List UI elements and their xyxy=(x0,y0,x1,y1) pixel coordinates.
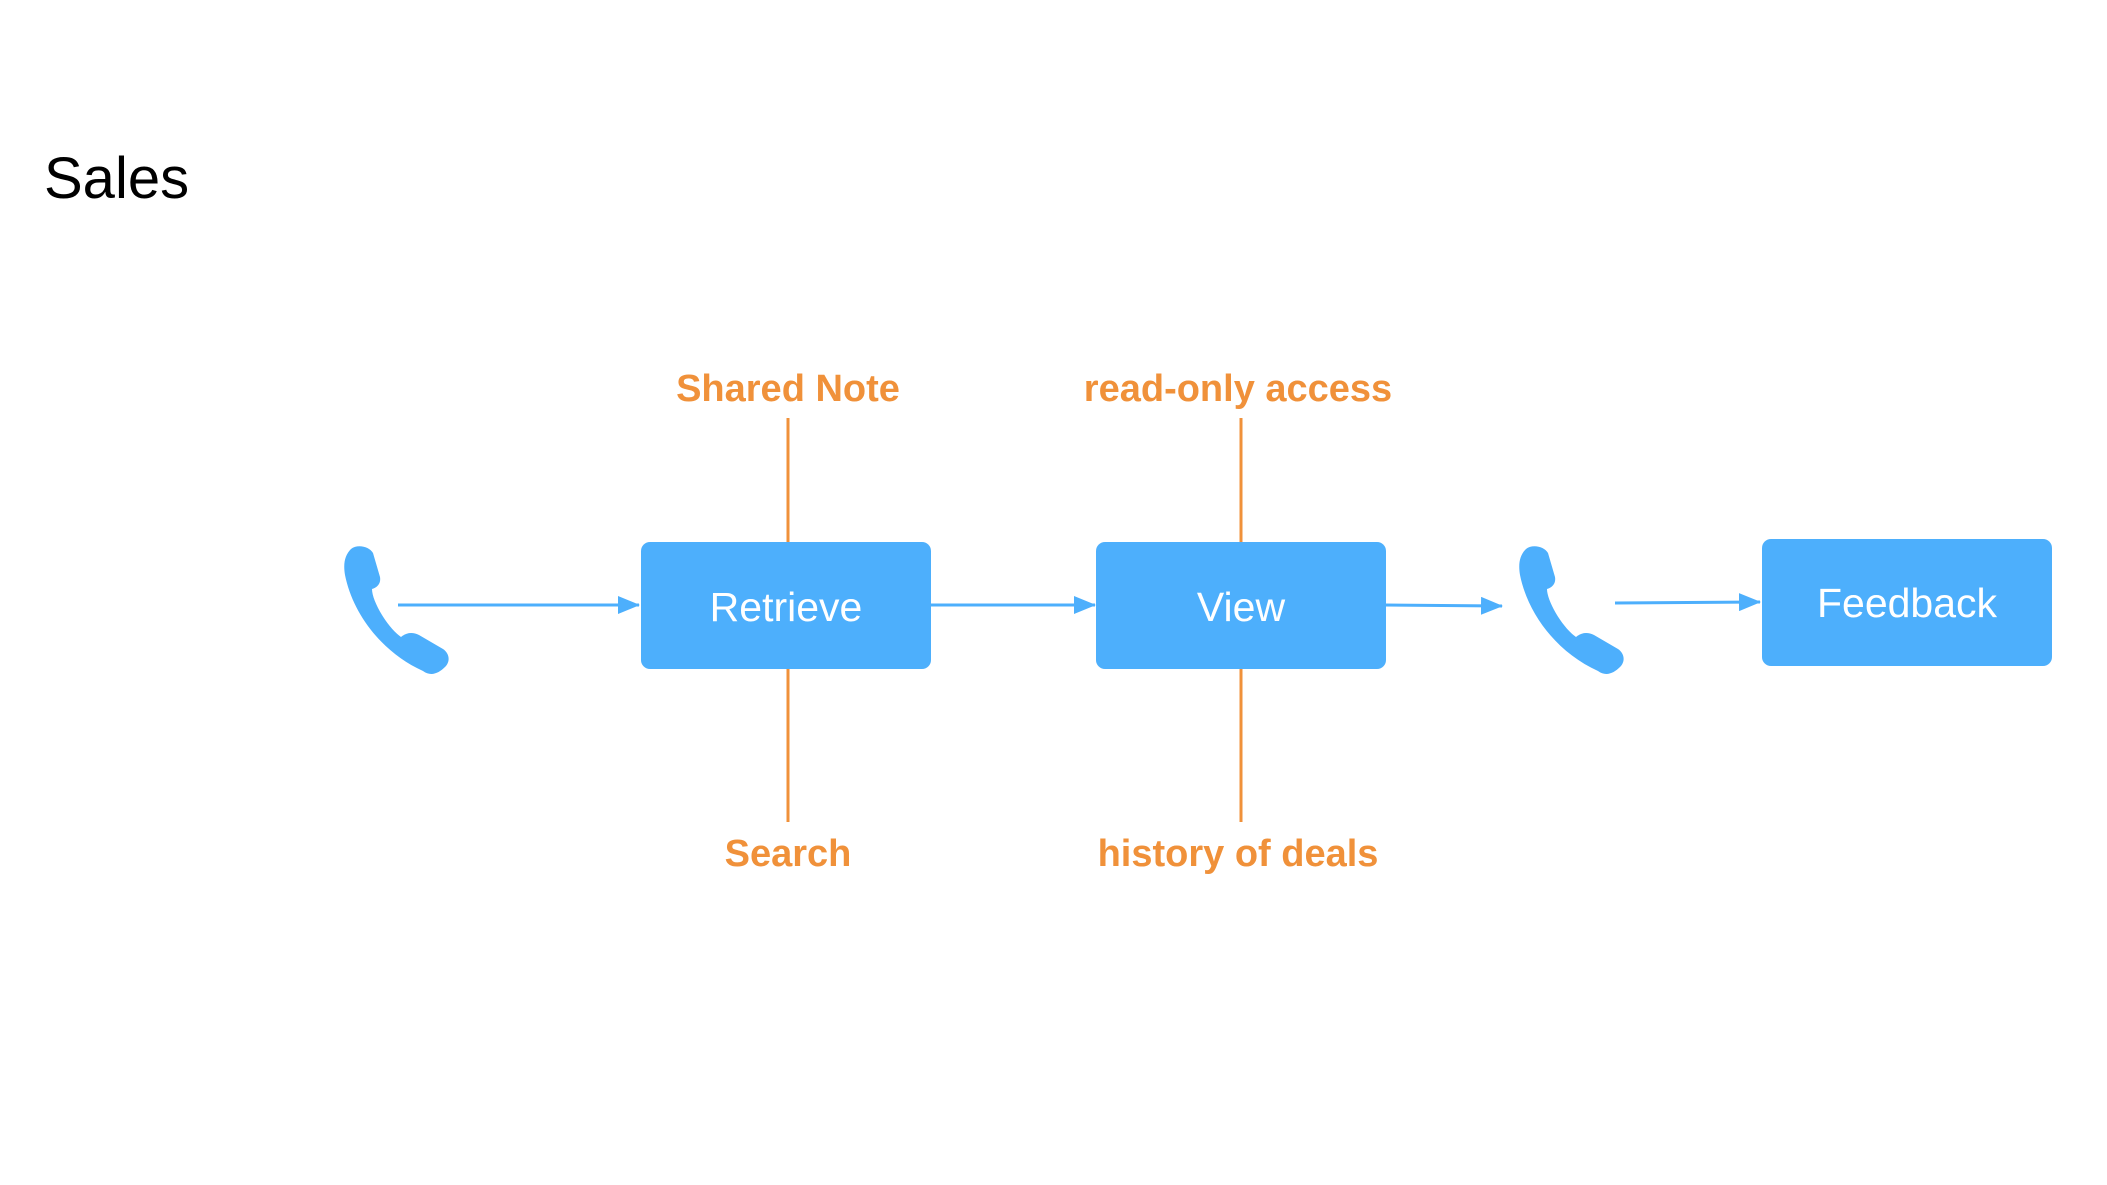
phone-icon xyxy=(1519,546,1624,674)
annotation-shared-note: Shared Note xyxy=(676,368,900,410)
node-view: View xyxy=(1096,542,1386,669)
node-label-retrieve: Retrieve xyxy=(710,584,863,630)
phone-icon xyxy=(344,546,449,674)
annotation-read-only-access: read-only access xyxy=(1084,368,1392,410)
node-label-view: View xyxy=(1197,584,1286,630)
node-retrieve: Retrieve xyxy=(641,542,931,669)
node-label-feedback: Feedback xyxy=(1817,580,1998,626)
page-title: Sales xyxy=(44,146,190,211)
node-feedback: Feedback xyxy=(1762,539,2052,666)
annotation-search: Search xyxy=(725,833,852,875)
arrow-view-to-phone xyxy=(1383,596,1503,615)
arrow-phone-to-feedback xyxy=(1614,593,1761,612)
annotation-history-of-deals: history of deals xyxy=(1098,833,1379,875)
